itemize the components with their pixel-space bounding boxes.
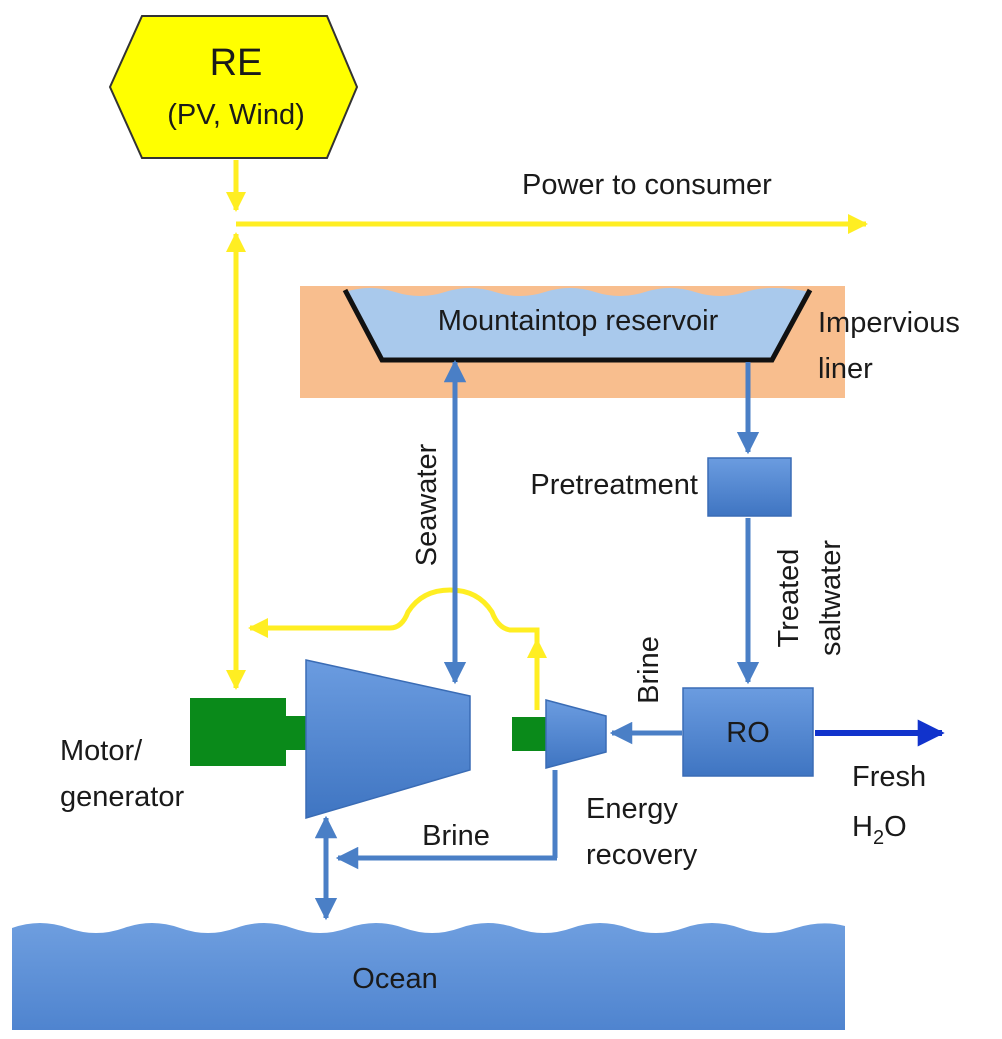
energy-recovery-label-line2: recovery [586, 839, 698, 871]
ro-unit [682, 687, 814, 777]
reservoir-label: Mountaintop reservoir [438, 305, 719, 337]
pretreatment-box [707, 457, 792, 517]
motor-label-line1: Motor/ [60, 735, 143, 767]
fresh-label-line1: Fresh [852, 761, 926, 793]
pretreatment-label: Pretreatment [530, 469, 698, 501]
motor-generator [190, 698, 286, 766]
treated-label-line2: saltwater [815, 540, 847, 656]
energy-recovery-shaft [512, 717, 546, 751]
motor-shaft [284, 716, 308, 750]
re-title: RE [210, 42, 263, 84]
ocean-water [12, 923, 845, 1030]
power-to-consumer-label: Power to consumer [522, 169, 772, 201]
treated-label-line1: Treated [773, 549, 805, 648]
motor-label-line2: generator [60, 781, 184, 813]
impervious-liner [342, 288, 813, 363]
liner-label-line1: Impervious [818, 307, 960, 339]
re-subtitle: (PV, Wind) [167, 99, 305, 131]
reservoir-water [345, 288, 810, 360]
fresh-label-line2: H2O [852, 811, 907, 849]
seawater-label: Seawater [411, 443, 443, 566]
energy-recovery-label-line1: Energy [586, 793, 678, 825]
liner-label-line2: liner [818, 353, 873, 385]
brine-ro-label: Brine [633, 636, 665, 704]
ocean-label: Ocean [352, 963, 437, 995]
brine-bottom-label: Brine [422, 820, 490, 852]
re-source-hexagon [108, 15, 359, 159]
pump-turbine [305, 659, 471, 820]
ro-label: RO [726, 717, 770, 749]
energy-recovery-device [545, 699, 607, 769]
